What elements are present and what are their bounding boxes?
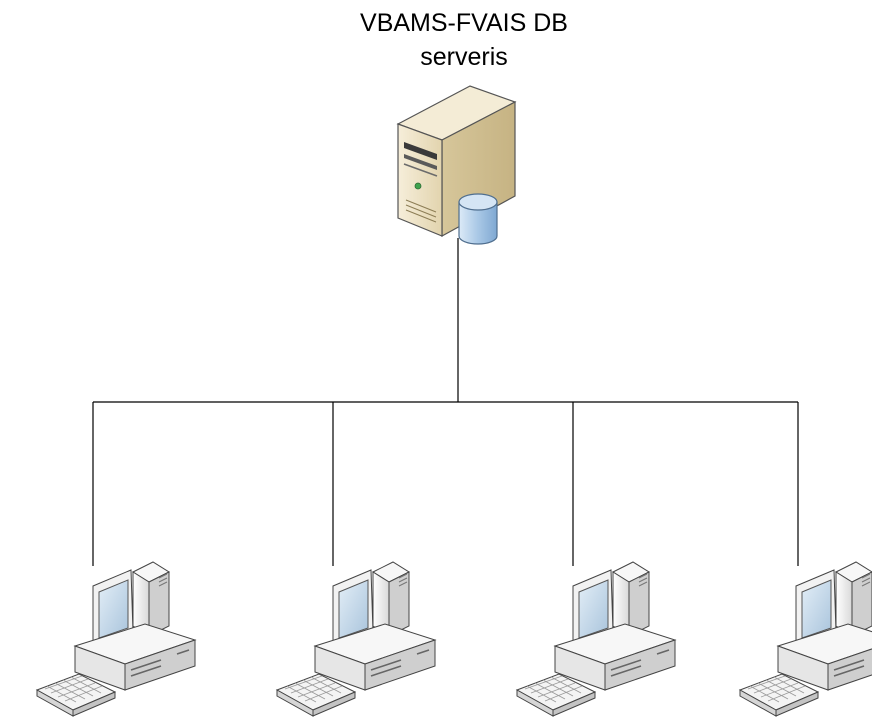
database-icon [458, 193, 498, 245]
workstation-icon [276, 561, 436, 717]
connection-lines [92, 238, 799, 566]
workstation-icon [516, 561, 676, 717]
server-title-line1: VBAMS-FVAIS DB [360, 9, 568, 37]
server-label: VBAMS-FVAIS DB serveris [264, 6, 664, 74]
workstation-icon [739, 561, 872, 717]
database-server-icon [396, 85, 517, 245]
workstation-icon [36, 561, 196, 717]
server-title-line2: serveris [420, 43, 508, 71]
